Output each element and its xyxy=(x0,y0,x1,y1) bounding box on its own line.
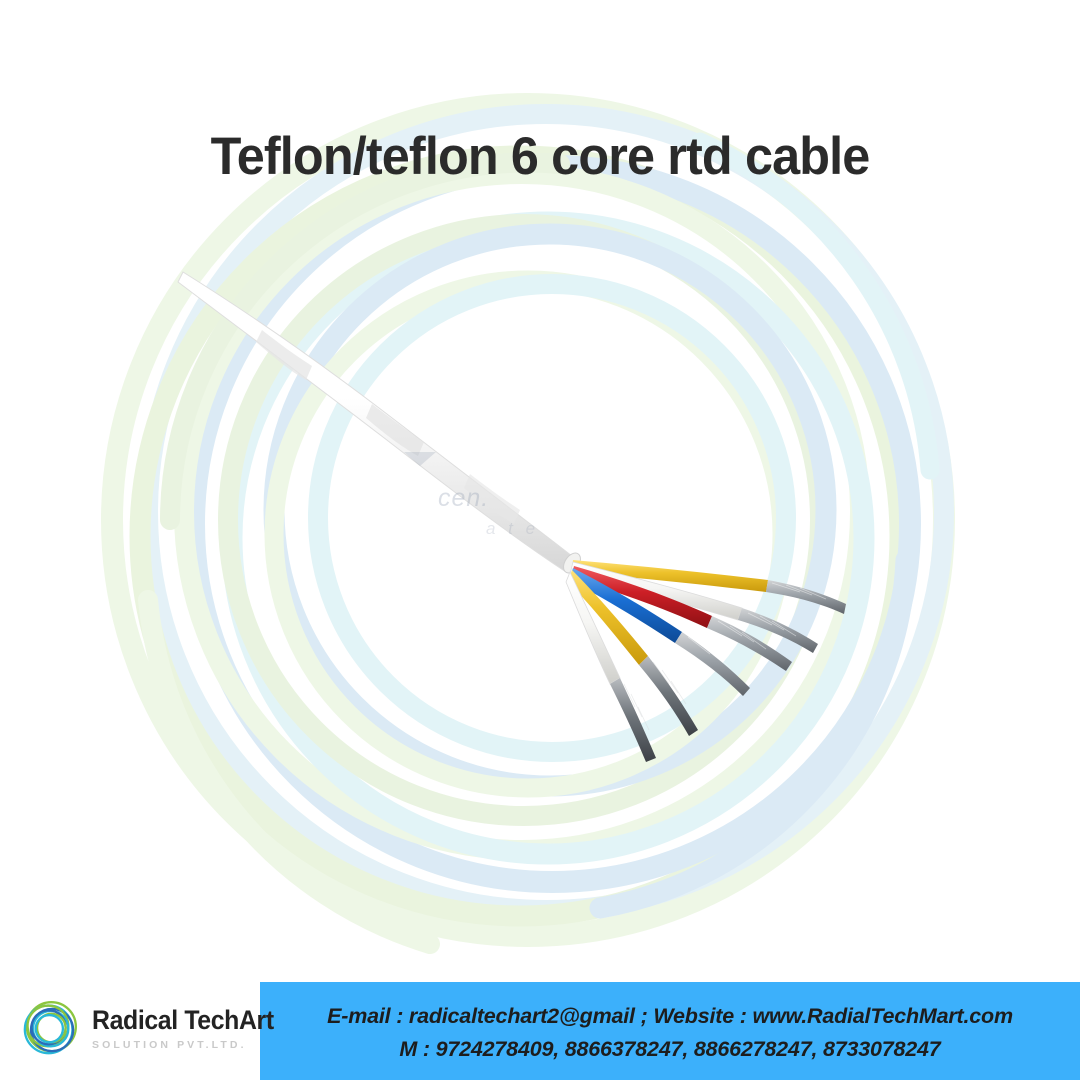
core-blue xyxy=(569,568,750,696)
concentric-rings-logo-icon xyxy=(23,1001,77,1055)
product-image-cable: cen. a t e xyxy=(177,271,846,762)
contact-bar: E-mail : radicaltechart2@gmail ; Website… xyxy=(260,982,1080,1080)
svg-text:cen.: cen. xyxy=(438,484,489,512)
logo-company-name: Radical TechArt xyxy=(92,1005,274,1036)
core-yellow-2 xyxy=(568,570,698,736)
contact-email-website: E-mail : radicaltechart2@gmail ; Website… xyxy=(327,1004,1013,1028)
core-yellow-1 xyxy=(572,560,846,614)
footer: E-mail : radicaltechart2@gmail ; Website… xyxy=(0,970,1080,1080)
company-logo[interactable]: Radical TechArt SOLUTION PVT.LTD. xyxy=(16,988,274,1068)
page-title: Teflon/teflon 6 core rtd cable xyxy=(210,127,871,186)
svg-text:a t e: a t e xyxy=(486,519,539,538)
cable-sheath: cen. a t e xyxy=(177,271,581,574)
core-red xyxy=(571,566,792,671)
contact-phone-numbers: M : 9724278409, 8866378247, 8866278247, … xyxy=(399,1037,941,1061)
logo-company-subtitle: SOLUTION PVT.LTD. xyxy=(92,1039,247,1052)
core-white-2 xyxy=(565,570,656,762)
